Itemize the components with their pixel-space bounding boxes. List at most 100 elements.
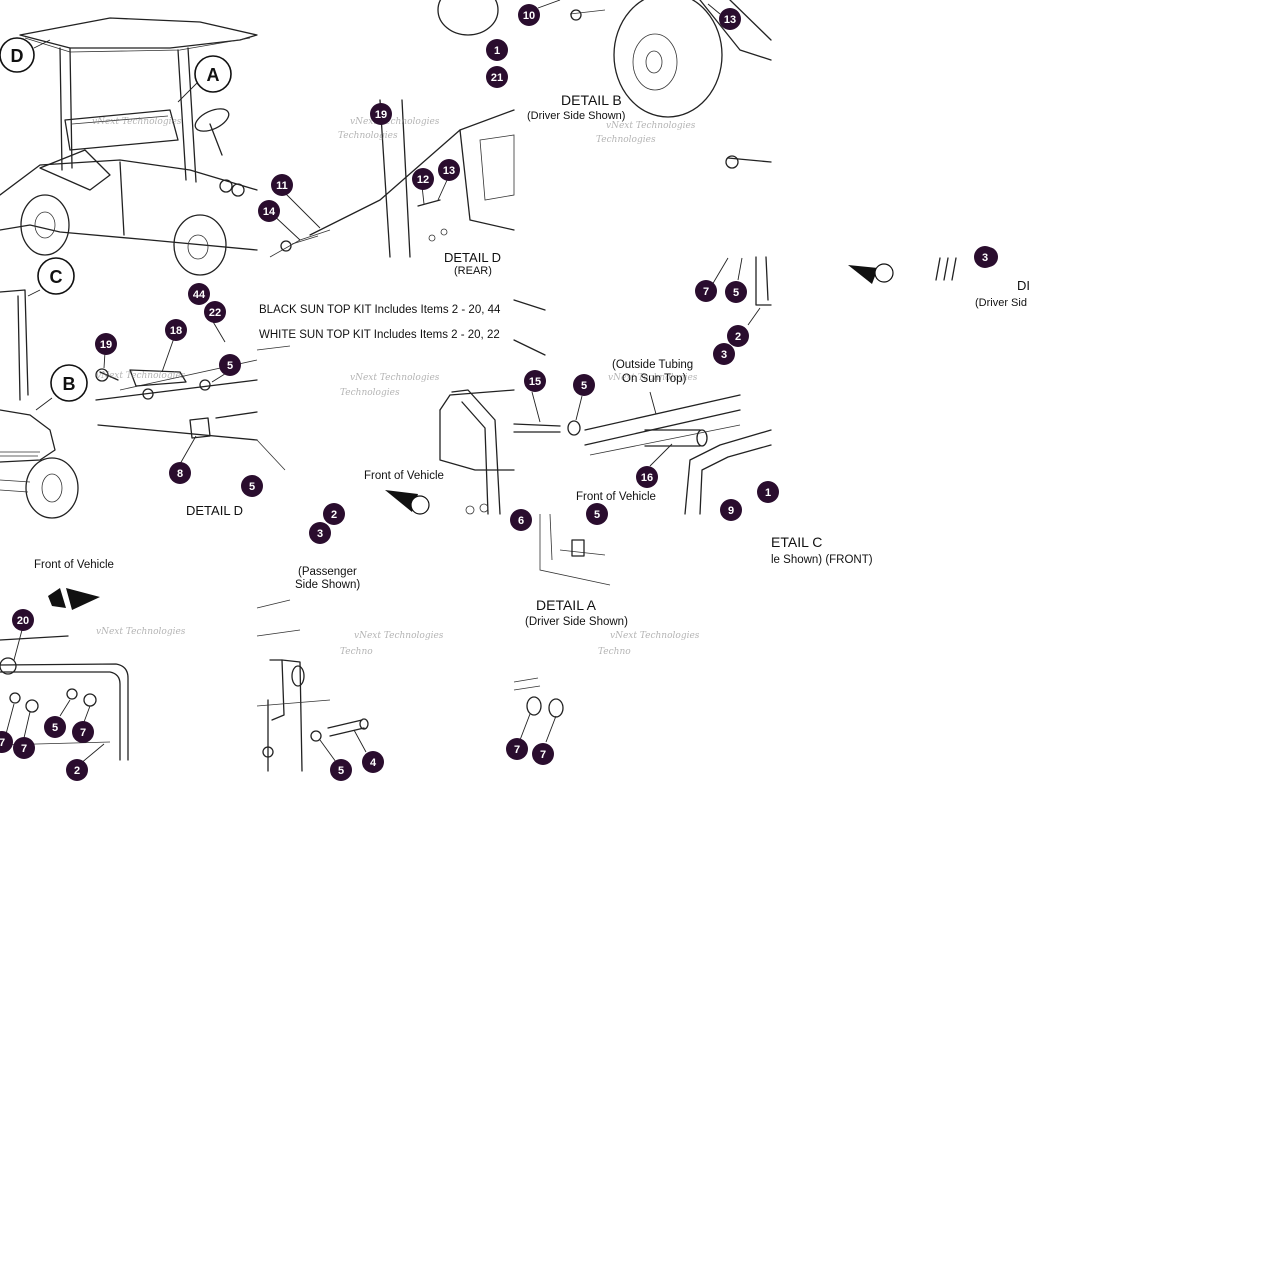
svg-text:Technologies: Technologies	[340, 388, 400, 398]
part-number-label: 5	[52, 722, 58, 734]
front-arrow-icon	[385, 490, 430, 515]
part-number-marker: 5	[219, 354, 241, 376]
detail-c-title: ETAIL C	[771, 534, 822, 550]
part-number-marker: 5	[241, 475, 263, 497]
part-number-marker: 20	[12, 609, 34, 631]
callout-d: D	[0, 37, 51, 73]
svg-text:vNext Technologies: vNext Technologies	[608, 373, 698, 383]
part-number-label: 5	[733, 287, 739, 299]
callout-a: A	[177, 55, 232, 103]
svg-text:C: C	[50, 267, 63, 287]
part-number-marker: 4	[362, 751, 384, 773]
part-number-label: 11	[276, 180, 288, 192]
white-kit-text: WHITE SUN TOP KIT Includes Items 2 - 20,…	[259, 329, 500, 341]
detail-d-rear-subtitle: (REAR)	[454, 265, 492, 277]
detail-fragment-title: DI	[1017, 278, 1030, 293]
part-number-marker: 6	[510, 509, 532, 531]
part-number-label: 3	[721, 349, 727, 361]
svg-text:vNext Technologies: vNext Technologies	[606, 121, 696, 131]
part-number-label: 4	[370, 757, 377, 769]
part-number-label: 1	[765, 487, 771, 499]
part-number-marker: 3	[713, 343, 735, 365]
part-number-marker: 5	[725, 281, 747, 303]
detail-c-subtitle: le Shown) (FRONT)	[771, 554, 873, 566]
detail-a: vNext Technologies Techno	[513, 513, 700, 743]
part-number-marker: 13	[438, 159, 460, 181]
detail-b-title: DETAIL B	[561, 92, 622, 108]
part-number-label: 7	[514, 744, 520, 756]
front-of-vehicle-label-3: Front of Vehicle	[34, 559, 114, 571]
part-number-label: 13	[443, 165, 455, 177]
part-number-marker: 8	[169, 462, 191, 484]
callout-c: C	[27, 257, 75, 297]
part-number-marker: 10	[518, 4, 540, 26]
front-of-vehicle-label-2: Front of Vehicle	[576, 491, 656, 503]
front-arrow-icon-2	[48, 588, 100, 610]
part-number-marker: 7	[13, 737, 35, 759]
part-number-label: 18	[170, 325, 182, 337]
part-number-marker: 3	[974, 246, 996, 268]
part-number-label: 5	[594, 509, 600, 521]
part-number-label: 7	[80, 727, 86, 739]
svg-text:D: D	[11, 46, 24, 66]
part-number-marker: 1	[757, 481, 779, 503]
part-number-label: 12	[417, 174, 429, 186]
part-number-label: 6	[518, 515, 524, 527]
part-number-label: 10	[523, 10, 535, 22]
part-number-label: 13	[724, 14, 736, 26]
detail-tubing: vNext Technologies	[513, 256, 772, 515]
svg-text:vNext Technologies: vNext Technologies	[350, 117, 440, 127]
front-of-vehicle-label-1: Front of Vehicle	[364, 470, 444, 482]
svg-text:vNext Technologies: vNext Technologies	[610, 631, 700, 641]
part-number-label: 7	[540, 749, 546, 761]
svg-text:Techno: Techno	[598, 647, 631, 657]
svg-text:Technologies: Technologies	[596, 135, 656, 145]
part-number-label: 5	[249, 481, 255, 493]
part-number-marker: 9	[720, 499, 742, 521]
svg-text:vNext Technologies: vNext Technologies	[96, 371, 186, 381]
part-number-marker: 19	[95, 333, 117, 355]
part-number-label: 5	[227, 360, 233, 372]
part-number-marker: 18	[165, 319, 187, 341]
part-number-label: 2	[331, 509, 337, 521]
part-number-marker: 16	[636, 466, 658, 488]
outside-tubing-label-2: On Sun Top)	[622, 373, 687, 385]
watermark-text: vNext Technologies	[92, 117, 182, 127]
part-number-marker: 15	[524, 370, 546, 392]
cart-overview-top: vNext Technologies	[0, 17, 258, 276]
detail-b-wheel: vNext Technologies Technologies	[537, 0, 772, 169]
part-number-marker: 7	[0, 731, 13, 753]
part-number-marker: 1	[486, 39, 508, 61]
part-number-marker: 2	[727, 325, 749, 347]
svg-text:B: B	[63, 374, 76, 394]
part-number-marker: 5	[586, 503, 608, 525]
part-number-label: 5	[338, 765, 344, 777]
part-number-label: 2	[735, 331, 741, 343]
part-number-marker: 7	[695, 280, 717, 302]
part-number-label: 44	[193, 289, 206, 301]
svg-text:vNext Technologies: vNext Technologies	[350, 373, 440, 383]
part-number-label: 19	[100, 339, 112, 351]
detail-a-title: DETAIL A	[536, 597, 597, 613]
outside-tubing-label: (Outside Tubing	[612, 359, 693, 371]
svg-text:Techno: Techno	[340, 647, 373, 657]
detail-kit-front: vNext Technologies Technologies	[256, 345, 515, 515]
part-number-label: 3	[317, 528, 323, 540]
part-number-label: 3	[982, 252, 988, 264]
black-kit-text: BLACK SUN TOP KIT Includes Items 2 - 20,…	[259, 304, 501, 316]
part-number-label: 1	[494, 45, 500, 57]
part-number-label: 2	[74, 765, 80, 777]
part-number-marker: 3	[309, 522, 331, 544]
part-number-marker: 7	[506, 738, 528, 760]
part-number-label: 16	[641, 472, 653, 484]
passenger-label: (Passenger	[298, 566, 357, 578]
part-number-marker: 44	[188, 283, 210, 305]
part-number-label: 22	[209, 307, 221, 319]
part-number-marker: 14	[258, 200, 280, 222]
cart-overview-front: vNext Technologies	[0, 289, 258, 519]
detail-passenger: vNext Technologies Techno	[256, 599, 444, 772]
part-number-marker: 5	[44, 716, 66, 738]
svg-text:vNext Technologies: vNext Technologies	[354, 631, 444, 641]
svg-text:Technologies: Technologies	[338, 131, 398, 141]
